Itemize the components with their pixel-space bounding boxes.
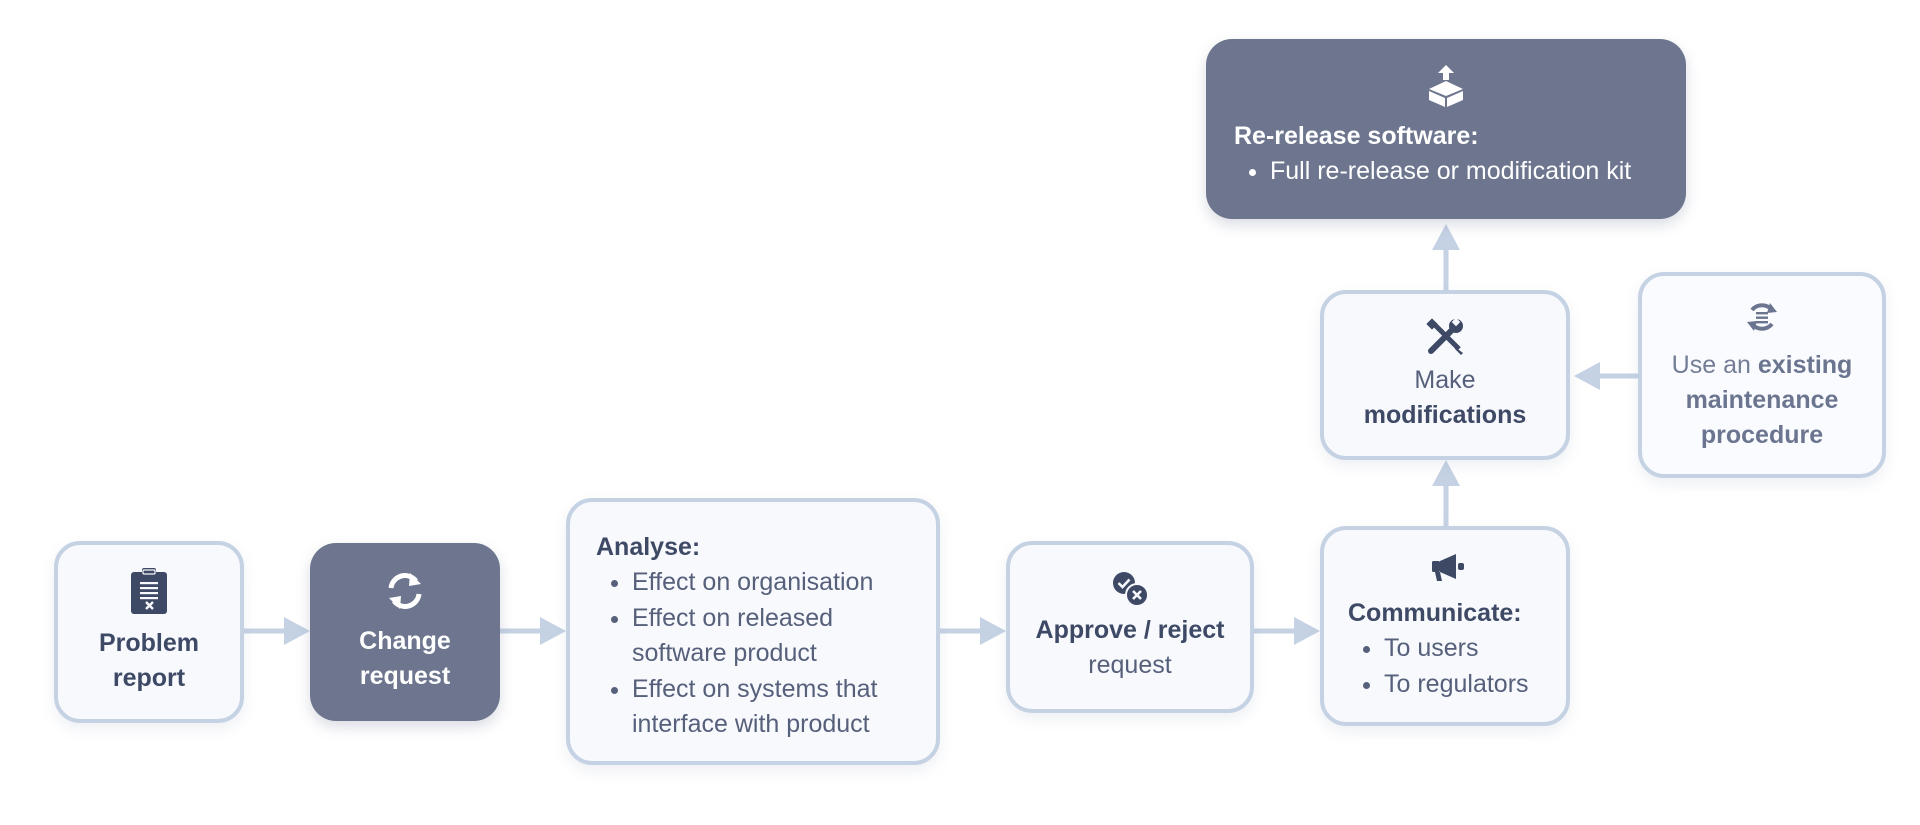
- arrow-approve-to-communicate: [1254, 617, 1320, 645]
- modifications-bold: modifications: [1363, 401, 1527, 429]
- modifications-regular: Make: [1414, 366, 1476, 394]
- tools-icon: [1426, 317, 1463, 355]
- maintenance-line1: Use an existing: [1672, 348, 1853, 383]
- arrow-modifications-to-rerelease: [1432, 224, 1460, 290]
- maintenance-bold1: existing: [1757, 350, 1853, 379]
- analyse-title: Analyse:: [596, 533, 701, 561]
- box-upload-icon: [1429, 65, 1463, 107]
- approve-bold: Approve / reject: [1035, 616, 1225, 644]
- analyse-item: Effect on organisation: [632, 565, 877, 601]
- node-make-modifications: Make modifications: [1320, 290, 1570, 460]
- communicate-item: To users: [1384, 631, 1529, 667]
- problem-report-line1: Problem: [98, 629, 200, 657]
- node-problem-report: Problem report: [54, 541, 244, 723]
- arrow-communicate-to-modifications: [1432, 460, 1460, 526]
- clipboard-x-icon: [131, 568, 167, 614]
- arrow-problem-to-change: [244, 617, 310, 645]
- arrow-maintenance-to-modifications: [1574, 362, 1638, 390]
- rerelease-item: Full re-release or modification kit: [1270, 154, 1631, 190]
- maintenance-prefix: Use an: [1671, 350, 1751, 379]
- node-communicate: Communicate: To users To regulators: [1320, 526, 1570, 726]
- maintenance-bold3: procedure: [1700, 420, 1824, 449]
- change-request-line2: request: [359, 662, 451, 690]
- arrow-change-to-analyse: [500, 617, 566, 645]
- check-x-icon: [1113, 572, 1149, 607]
- problem-report-line2: report: [112, 664, 186, 692]
- maintenance-bold2: maintenance: [1685, 385, 1839, 414]
- node-change-request: Change request: [310, 543, 500, 721]
- communicate-title: Communicate:: [1348, 599, 1522, 627]
- node-rerelease-software: Re-release software: Full re-release or …: [1206, 39, 1686, 219]
- megaphone-icon: [1432, 554, 1464, 581]
- approve-regular: request: [1088, 651, 1172, 679]
- communicate-item: To regulators: [1384, 667, 1529, 703]
- node-analyse: Analyse: Effect on organisation Effect o…: [566, 498, 940, 765]
- change-request-line1: Change: [359, 627, 451, 655]
- node-approve-reject: Approve / reject request: [1006, 541, 1254, 713]
- refresh-icon: [388, 573, 422, 609]
- node-maintenance-procedure: Use an existing maintenance procedure: [1638, 272, 1886, 478]
- cycle-icon: [1747, 302, 1777, 331]
- arrow-analyse-to-approve: [940, 617, 1006, 645]
- rerelease-title: Re-release software:: [1234, 122, 1479, 150]
